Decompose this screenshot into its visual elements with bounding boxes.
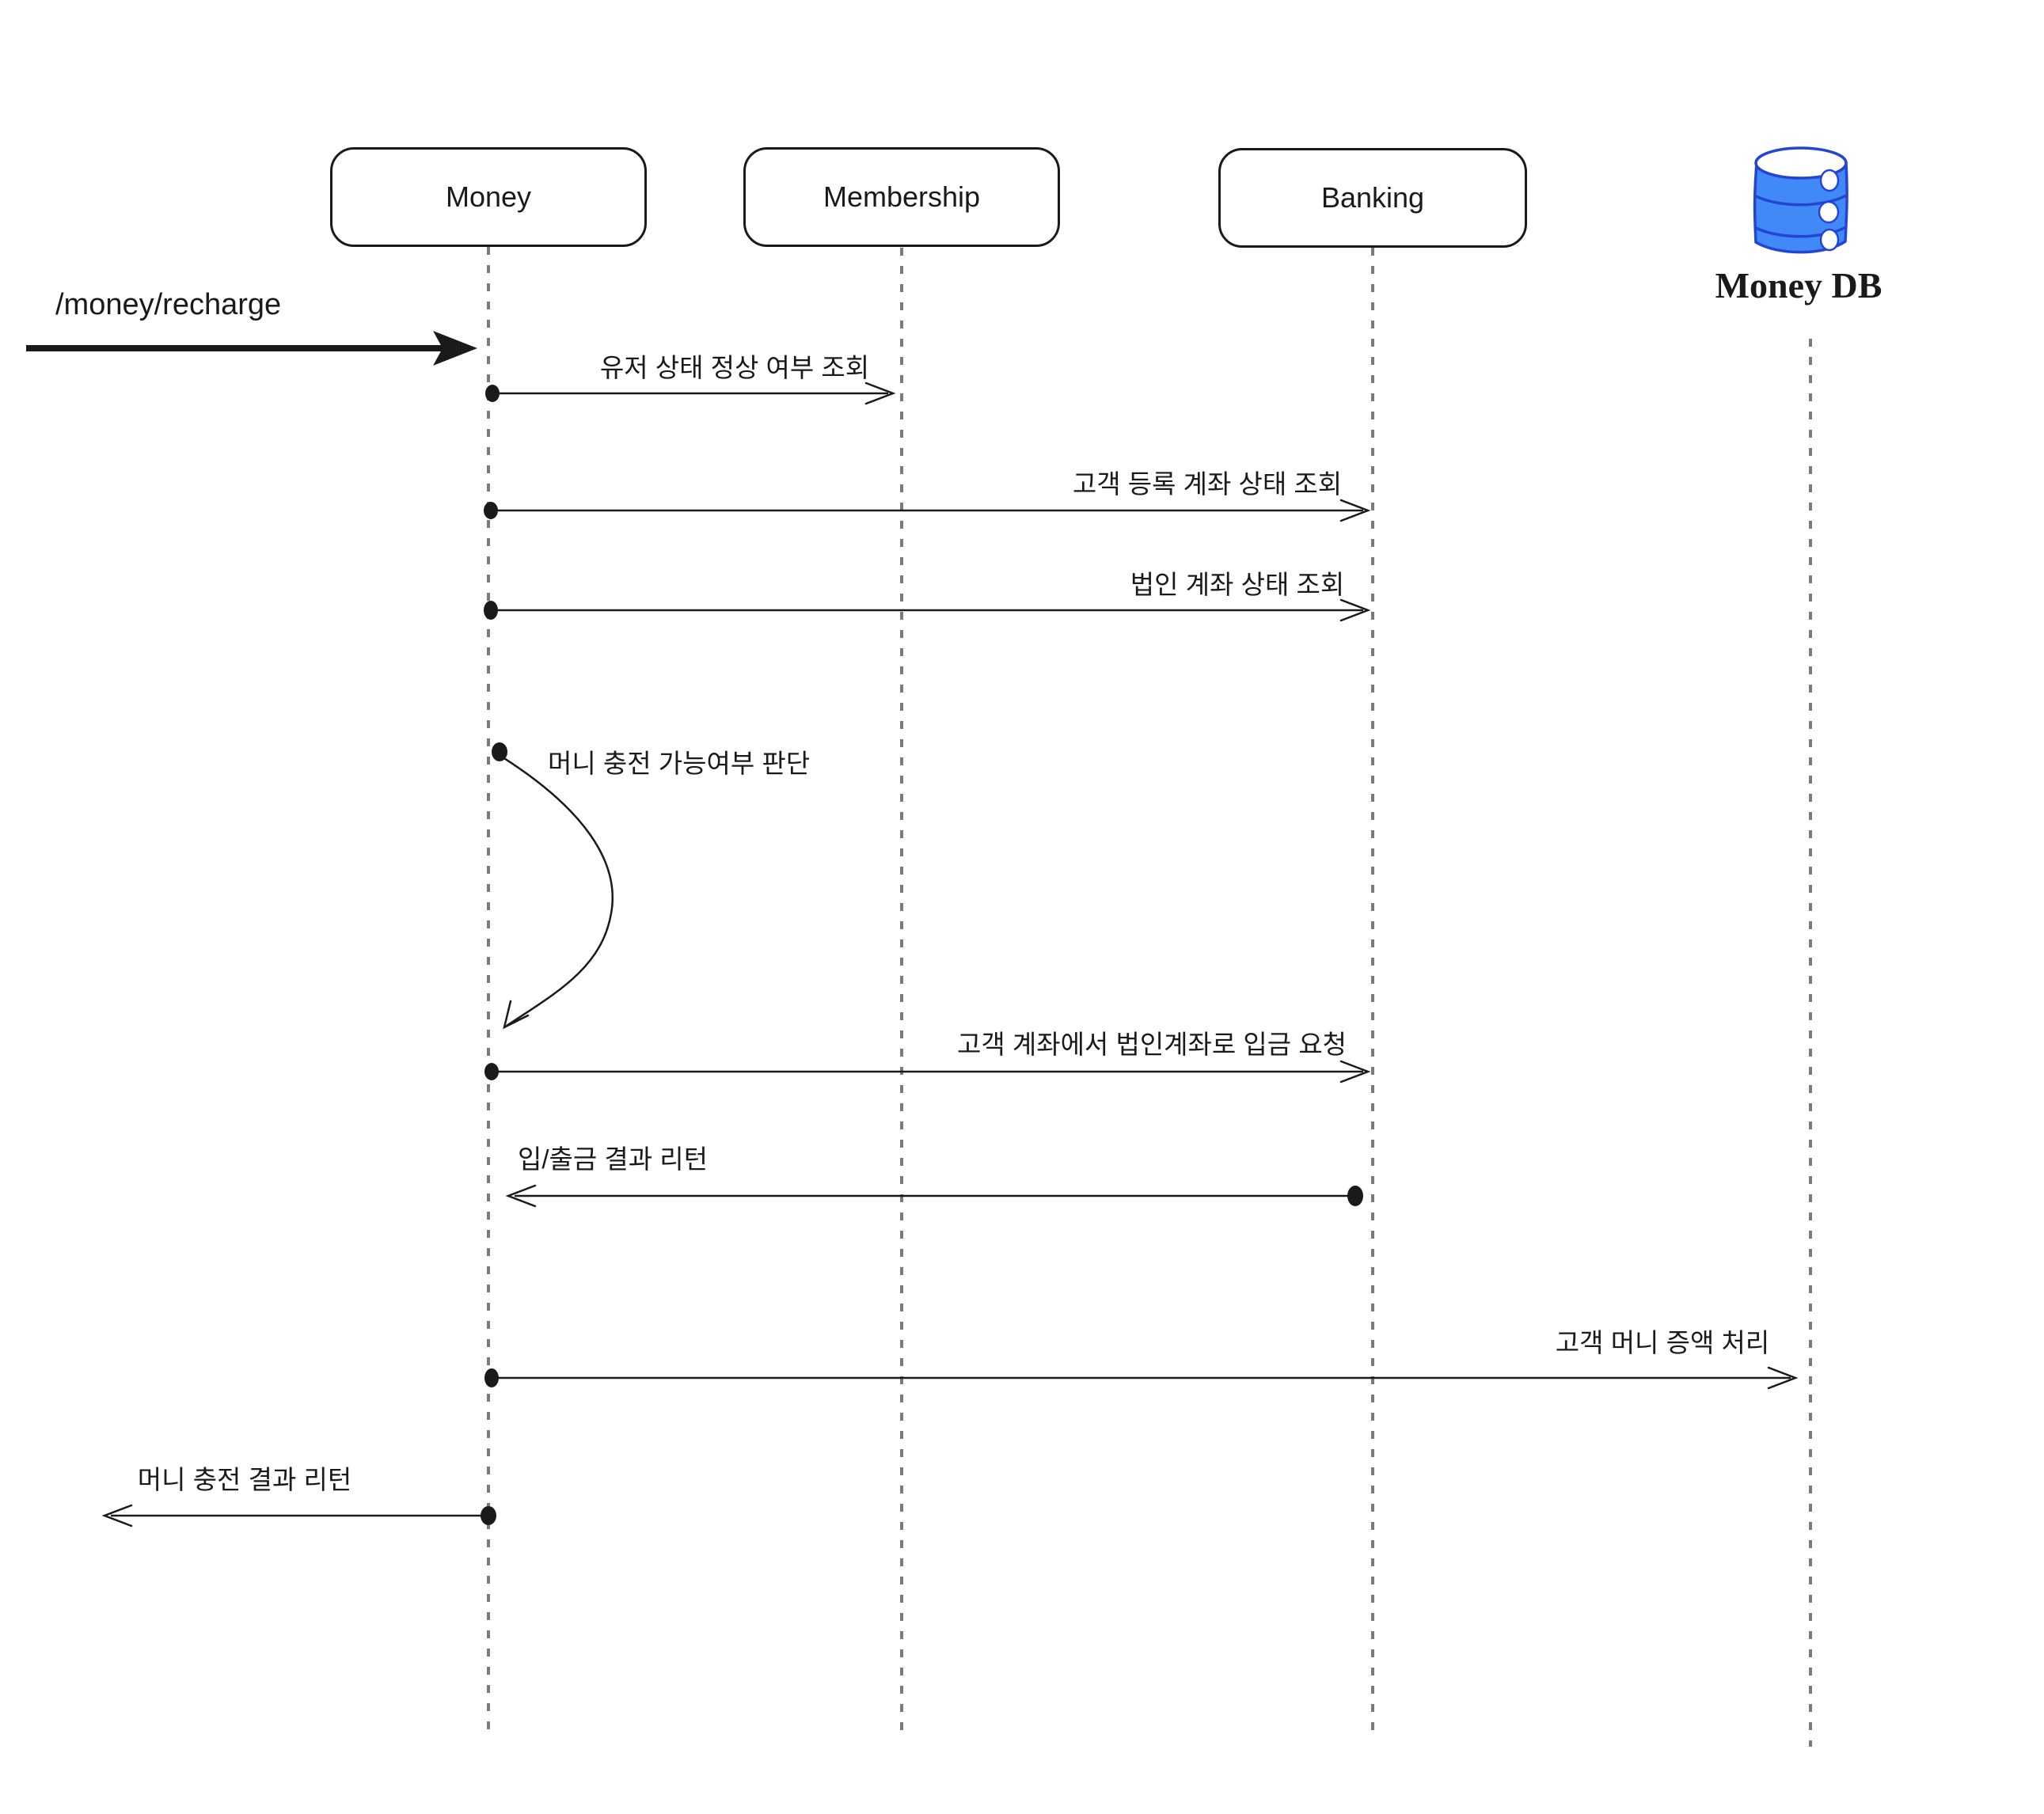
message-label-2: 고객 등록 계좌 상태 조회	[1072, 469, 1343, 499]
actor-label-membership: Membership	[823, 180, 981, 213]
msg2-arrowhead	[1339, 499, 1371, 522]
message-label-1: 유저 상태 정상 여부 조회	[599, 353, 870, 382]
message-label-4: 머니 충전 가능여부 판단	[548, 749, 811, 778]
msg6-arrowhead	[505, 1184, 537, 1208]
database-divider-1	[1755, 194, 1847, 207]
msg1-arrowhead	[864, 381, 896, 405]
entry-arrowhead	[433, 331, 477, 366]
msg3-arrowhead	[1339, 598, 1371, 622]
msg5-arrowhead	[1339, 1060, 1371, 1083]
database-top	[1754, 146, 1848, 180]
msg8-arrowhead	[101, 1504, 133, 1527]
database-hole-3	[1819, 228, 1840, 252]
message-label-5: 고객 계좌에서 법인계좌로 입금 요청	[956, 1030, 1347, 1059]
database-hole-1	[1819, 169, 1840, 192]
message-label-6: 입/출금 결과 리턴	[518, 1144, 709, 1174]
self-loop-origin-dot	[492, 742, 507, 761]
entry-call-label: /money/recharge	[55, 288, 282, 321]
self-loop-arrowhead	[503, 1000, 530, 1030]
msg7-arrowhead	[1767, 1366, 1799, 1390]
self-loop-arrow	[500, 754, 614, 1027]
actor-box-money: Money	[330, 147, 647, 247]
actor-label-banking: Banking	[1320, 181, 1425, 214]
message-label-7: 고객 머니 증액 처리	[1555, 1328, 1770, 1357]
actor-box-membership: Membership	[743, 147, 1060, 247]
message-label-8: 머니 충전 결과 리턴	[137, 1465, 352, 1494]
actor-box-banking: Banking	[1218, 148, 1527, 248]
database-hole-2	[1818, 200, 1840, 224]
actor-label-money-db: Money DB	[1715, 265, 1883, 305]
database-divider-2	[1755, 226, 1847, 238]
database-icon	[1753, 146, 1848, 254]
actor-label-money: Money	[445, 180, 532, 213]
message-label-3: 법인 계좌 상태 조회	[1130, 570, 1345, 599]
